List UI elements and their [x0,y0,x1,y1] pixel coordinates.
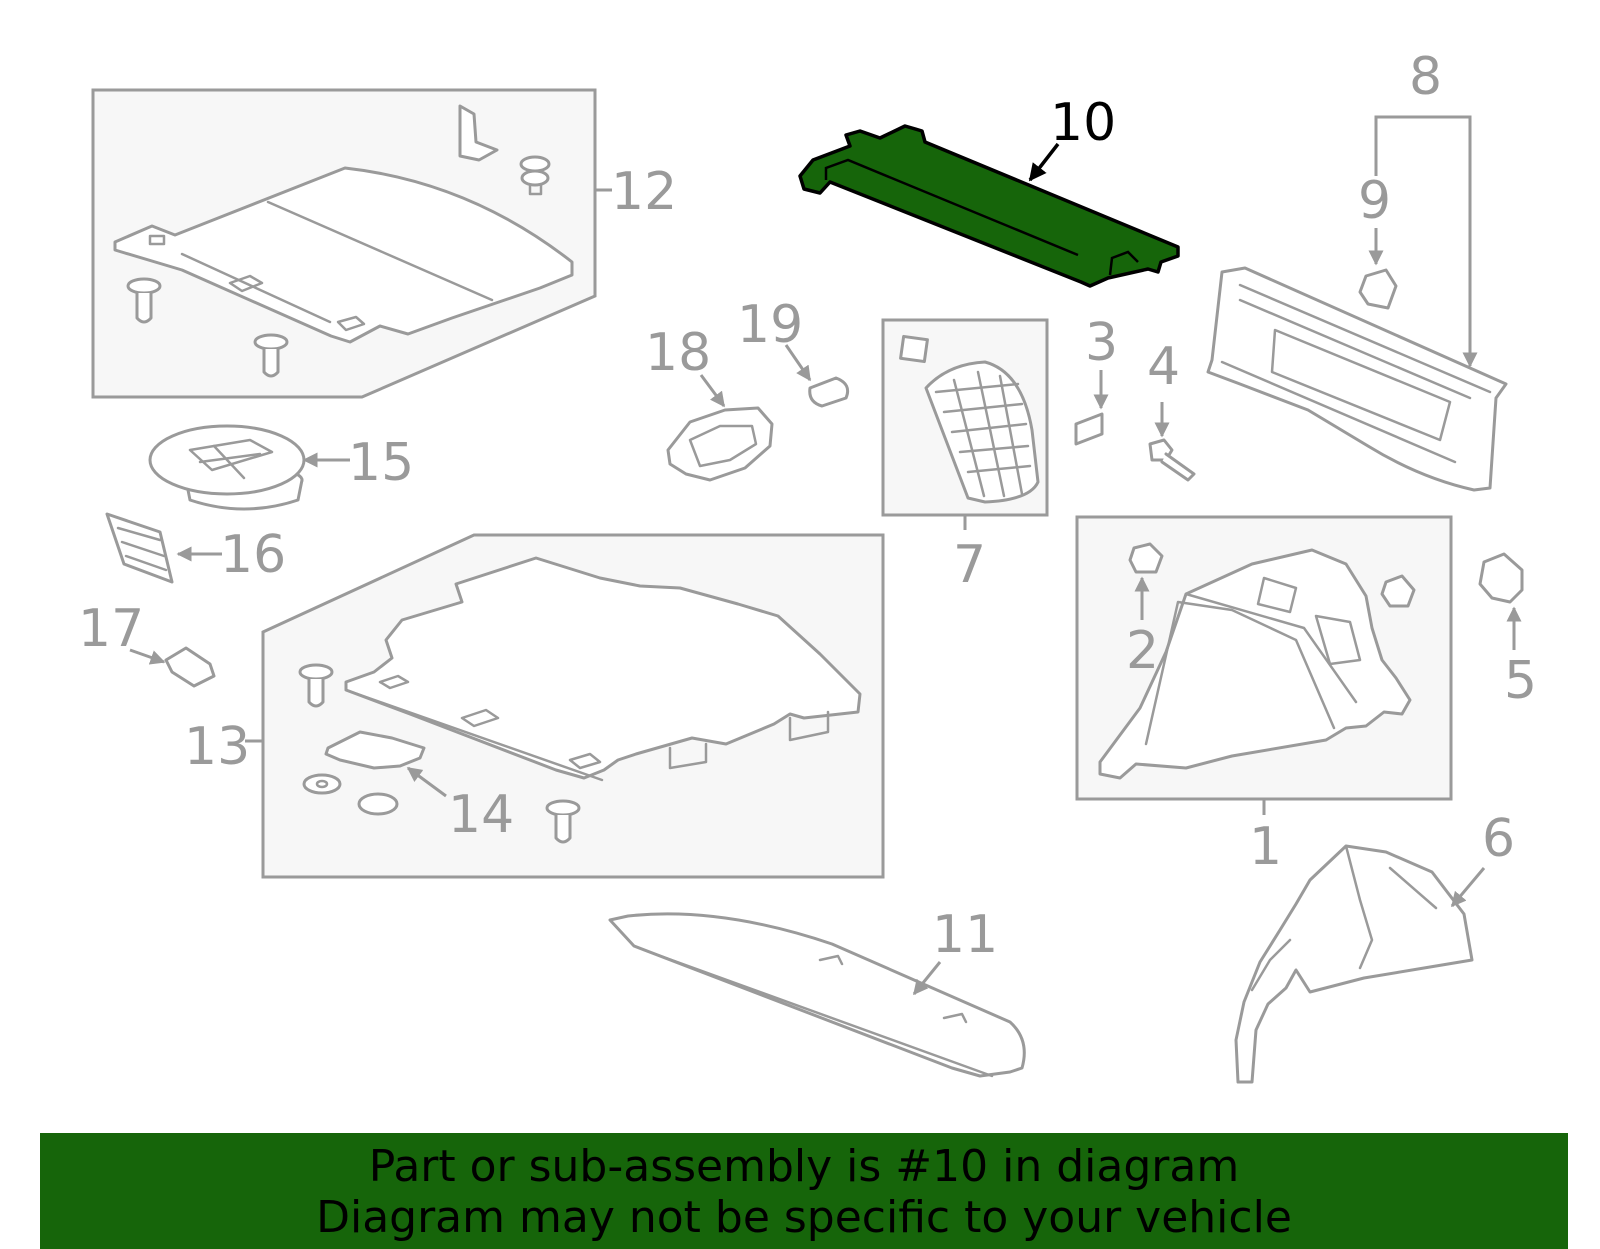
clip-9 [1358,268,1398,310]
callout-8: 8 [1409,47,1442,107]
part-10-highlighted: 10 [798,93,1180,288]
package-tray [113,166,574,344]
callout-9: 9 [1358,171,1391,231]
pushpin-13a [298,663,334,708]
callout-19: 19 [737,295,803,355]
callout-11: 11 [932,905,998,965]
part-17: 17 [78,599,216,688]
group-box-12: 12 [91,88,677,399]
pushpin-12b [253,333,289,378]
part-19: 19 [737,295,850,408]
group-box-13: 14 13 [184,533,885,879]
callout-10: 10 [1050,93,1116,153]
group-box-1: 2 1 [1075,515,1453,877]
load-floor-panel [344,556,862,780]
bracket-14 [324,730,426,770]
callout-5: 5 [1504,651,1537,711]
trunk-trim-panel [798,124,1180,288]
pushpin-13b [545,799,581,844]
clip-17 [164,646,216,688]
pushpin-12a [126,277,162,324]
part-16: 16 [105,512,286,585]
part-5: 5 [1478,552,1537,711]
callout-12: 12 [611,162,677,222]
callout-13: 13 [184,717,250,777]
callout-14: 14 [448,785,514,845]
bracket-12 [458,104,499,162]
part-6: 6 [1234,809,1515,1084]
clip-2 [1128,542,1164,574]
part-8: 8 [1206,47,1508,492]
callout-4: 4 [1147,337,1180,397]
callout-6: 6 [1482,809,1515,869]
callout-3: 3 [1085,313,1118,373]
part-9: 9 [1358,171,1398,310]
info-banner: Part or sub-assembly is #10 in diagram D… [40,1133,1568,1249]
part-15: 15 [148,424,414,511]
tonneau-cover [608,912,1026,1078]
part-4: 4 [1147,337,1196,482]
callout-7: 7 [953,535,986,595]
part-3: 3 [1074,313,1118,446]
wheelhouse-liner [1234,844,1474,1084]
clip-12 [519,155,551,196]
callout-1: 1 [1249,817,1282,877]
part-18: 18 [645,323,774,482]
banner-line-1: Part or sub-assembly is #10 in diagram [368,1141,1240,1192]
callout-2: 2 [1126,621,1159,681]
callout-16: 16 [220,525,286,585]
callout-15: 15 [348,433,414,493]
quarter-trim-panel [1098,548,1412,780]
clip-5 [1478,552,1524,604]
group-box-7: 7 [881,318,1049,595]
callout-17: 17 [78,599,144,659]
part-11: 11 [608,905,1026,1078]
rear-sill-trim [1206,266,1508,492]
clip-1b [1380,574,1416,608]
cap-19 [808,376,850,408]
callout-18: 18 [645,323,711,383]
banner-line-2: Diagram may not be specific to your vehi… [316,1192,1292,1243]
pad-3 [1074,412,1104,446]
